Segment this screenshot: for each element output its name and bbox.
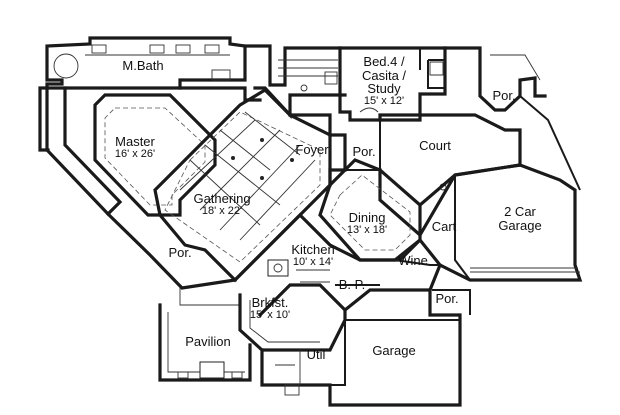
master-label: Master 16' x 26' [115,135,155,160]
wine-label: Wine [398,253,428,268]
two-car-garage-line2: Garage [498,217,542,233]
bed4-line2: Casita / [361,67,407,83]
foyer-label: Foyer [295,142,329,157]
porch-garage-top-label: Por. [492,88,516,103]
garage-top-porch [443,46,581,191]
dining-name: Dining [348,210,386,225]
pavilion-label: Pavilion [185,334,231,349]
bed4-line3: Study [367,81,401,97]
gathering-label: Gathering 18' x 22' [193,192,250,217]
bed4-walls [324,46,447,122]
porch-left-label: Por. [168,245,192,260]
util-label: Util [306,347,326,362]
two-car-garage [417,163,583,282]
garage-util [260,288,471,407]
bp-label: B. P. [338,277,366,292]
breakfast-dims: 15' x 10' [249,308,291,321]
two-car-garage-label: 2 Car Garage [498,205,541,232]
kitchen-dims: 10' x 14' [292,255,334,268]
cart-label: Cart [431,219,457,234]
breakfast-name: Brkfst. [251,295,289,310]
porch-right-label: Por. [435,291,459,306]
kitchen-name: Kitchen [291,242,335,257]
master-name: Master [115,134,155,149]
bed4-dims: 15' x 12' [363,94,405,107]
bed4-line1: Bed.4 / [363,54,405,69]
kitchen-area [232,212,442,318]
master-bedroom-walls [38,86,262,217]
kitchen-label: Kitchen 10' x 14' [291,243,334,268]
gathering-name: Gathering [193,191,251,206]
two-car-garage-line1: 2 Car [504,204,536,219]
court-label: Court [419,138,451,153]
breakfast-label: Brkfst. 15' x 10' [250,296,290,321]
dining-label: Dining 13' x 18' [347,211,387,236]
lower-left-wing [105,211,347,382]
dining-dims: 13' x 18' [346,223,388,236]
stair-area [243,44,347,120]
garage-label: Garage [372,343,416,358]
gathering-dims: 18' x 22' [201,204,243,217]
master-dims: 16' x 26' [114,147,156,160]
bed4-label: Bed.4 / Casita / Study 15' x 12' [362,55,406,107]
porch-foyer-label: Por. [352,144,376,159]
master-bath-label: M.Bath [122,58,164,73]
